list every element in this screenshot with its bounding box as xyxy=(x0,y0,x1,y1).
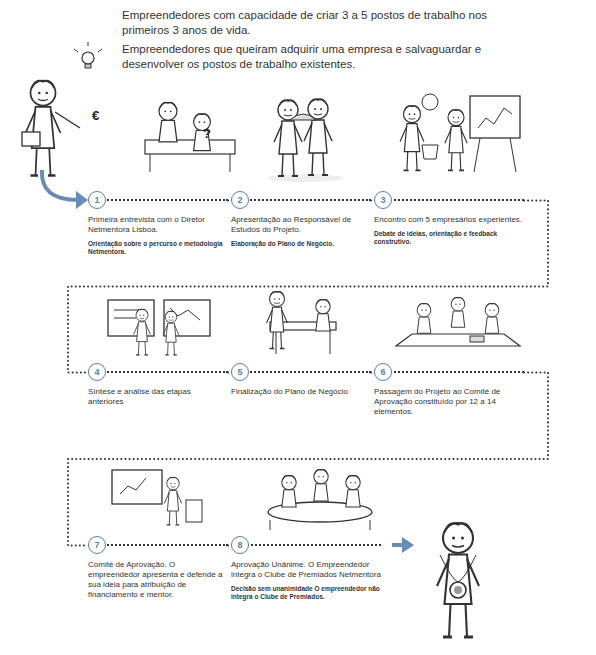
step-number: 7 xyxy=(88,536,106,554)
step-text: Passagem do Projeto ao Comité de Aprovaç… xyxy=(374,387,524,417)
euro-symbol: € xyxy=(92,108,99,123)
step-note: Decisão sem unanimidade O empreendedor n… xyxy=(231,585,381,602)
step-text: Apresentação ao Responsável de Estudos d… xyxy=(231,215,371,235)
step-note: Orientação sobre o percurso e metodologi… xyxy=(88,240,228,257)
step-text: Comité de Aprovação. O empreendedor apre… xyxy=(88,560,228,600)
dotted-track xyxy=(231,371,371,373)
dotted-track xyxy=(374,199,524,201)
dotted-track xyxy=(88,544,228,546)
question-mark: ? xyxy=(203,126,211,141)
step-text: Aprovação Unânime. O Empreendedor integr… xyxy=(231,560,381,580)
step-number: 4 xyxy=(88,363,106,381)
step-text: Finalização do Plano de Negócio xyxy=(231,387,371,397)
step: 6Passagem do Projeto ao Comité de Aprova… xyxy=(374,363,524,417)
step-number: 5 xyxy=(231,363,249,381)
step-text: Encontro com 5 empresários experientes. xyxy=(374,215,524,225)
dotted-connector xyxy=(68,373,548,546)
dotted-track xyxy=(231,199,371,201)
dotted-connector xyxy=(68,201,548,373)
step-number: 2 xyxy=(231,191,249,209)
dotted-track xyxy=(88,199,228,201)
step: 7Comité de Aprovação. O empreendedor apr… xyxy=(88,536,228,600)
step-note: Elaboração do Plano de Negócio. xyxy=(231,240,371,248)
step: 3Encontro com 5 empresários experientes.… xyxy=(374,191,524,247)
step-text: Síntese e análise das etapas anteriores xyxy=(88,387,228,407)
step-number: 8 xyxy=(231,536,249,554)
step-number: 1 xyxy=(88,191,106,209)
step: 2Apresentação ao Responsável de Estudos … xyxy=(231,191,371,248)
step-note: Debate de ideias, orientação e feedback … xyxy=(374,230,524,247)
step-number: 3 xyxy=(374,191,392,209)
step: 1Primeira entrevista com o Diretor Netme… xyxy=(88,191,228,257)
step: 4Síntese e análise das etapas anteriores xyxy=(88,363,228,407)
step-number: 6 xyxy=(374,363,392,381)
header-text: Empreendedores que queiram adquirir uma … xyxy=(122,42,507,72)
dotted-track xyxy=(88,371,228,373)
header-text: Empreendedores com capacidade de criar 3… xyxy=(122,8,507,38)
step: 8Aprovação Unânime. O Empreendedor integ… xyxy=(231,536,381,602)
dotted-track xyxy=(374,371,524,373)
dotted-track xyxy=(231,544,381,546)
step: 5Finalização do Plano de Negócio xyxy=(231,363,371,397)
step-text: Primeira entrevista com o Diretor Netmen… xyxy=(88,215,228,235)
